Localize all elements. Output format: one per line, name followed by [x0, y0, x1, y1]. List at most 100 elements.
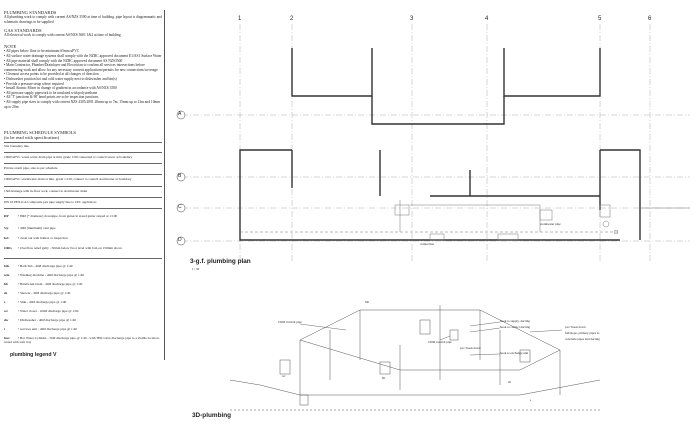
iso-fixture-label: wc [282, 374, 286, 378]
line-symbol: 100Ø uPVC waste water drain pipe at min.… [4, 155, 133, 159]
symbol-key: DP [4, 214, 9, 218]
iso-annotation: hook to supply, ducting [500, 319, 530, 323]
fixture-text: • Dishwasher - 40Ø discharge pipe @ 1:40 [18, 318, 77, 322]
iso-drawing [229, 305, 601, 411]
symbol-key: ORG [4, 246, 12, 250]
fixture-text: • services unit - 40Ø discharge pipe @ 1… [18, 327, 78, 331]
fixture-row: t • services unit - 40Ø discharge pipe @ … [4, 327, 162, 331]
note-item: • Cleanout access points to be provided … [4, 72, 99, 77]
note-item: • All pipe material shall comply with th… [4, 58, 123, 63]
grid-column-label: 1 [238, 16, 242, 22]
grid-bubbles [176, 110, 186, 246]
grid-row-label: C [178, 204, 182, 210]
line-symbol: 15Ø drainage with in-floor sock, connect… [4, 189, 88, 193]
fixture-text: • Shower - 40Ø discharge pipe @ 1:40 [18, 291, 71, 295]
note-item: • All pressure supply pipework to be ins… [4, 90, 98, 95]
grid-column-label: 3 [410, 16, 414, 22]
iso-annotation: conclude pipes and ducting [565, 337, 600, 341]
symbol-text: • 40Ø (minimum) vent pipe [18, 226, 56, 230]
fixture-text: • Sink - 40Ø discharge pipe @ 1:40 [18, 300, 67, 304]
fixture-row: wm • Washing machine - 40Ø discharge pipe… [4, 273, 162, 277]
iso-fixture-label: hb [382, 376, 386, 380]
leader-lines [299, 321, 563, 356]
plan-walls [239, 48, 641, 241]
iso-fixture-label: s [530, 398, 532, 402]
fixture-text: • Handwash basin - 40Ø discharge pipe @ … [18, 282, 83, 286]
fixture-text: • Washing machine - 40Ø discharge pipe @… [18, 273, 85, 277]
grid-column-label: 5 [598, 16, 602, 22]
fixture-row: wc • Water closet - 100Ø discharge pipe @… [4, 309, 162, 313]
schedule-subtitle: (to be read with specification) [4, 135, 60, 141]
note-item: • Main Contractor, Plumber/Drainlayer an… [4, 63, 158, 72]
plumbing-legend: PLUMBING STANDARDS All plumbing work to … [4, 10, 165, 360]
plan-note: stormwater pipe [540, 222, 561, 226]
symbol-row: DP • 80Ø (* diameter) downpipe, from gutt… [4, 214, 162, 218]
symbol-text: • 80Ø (* diameter) downpipe, from gutter… [18, 214, 118, 218]
note-item: • Install Atomic Mixer in change of grad… [4, 86, 117, 91]
plumbing-standards-text: All plumbing work to comply with current… [4, 15, 162, 24]
plumbing-standards-title: PLUMBING STANDARDS [4, 10, 57, 15]
grid-row-label: B [178, 173, 182, 179]
schedule-title: PLUMBING SCHEDULE SYMBOLS [4, 130, 76, 135]
note-item: • All surface water drainage systems sha… [4, 54, 162, 58]
fixture-row: hb • Handwash basin - 40Ø discharge pipe … [4, 282, 162, 286]
gas-standards-text: All electrical work to comply with curre… [4, 33, 121, 38]
iso-fixture-label: sh [508, 380, 511, 384]
fixture-row: s • Sink - 40Ø discharge pipe @ 1:40 [4, 300, 162, 304]
fixture-key: hb [4, 282, 8, 286]
fixture-key: dw [4, 318, 9, 322]
grid-lines [182, 24, 690, 262]
fixture-key: wm [4, 273, 10, 277]
symbol-key: IoC [4, 236, 10, 240]
gas-standards-title: GAS STANDARDS [4, 28, 42, 33]
note-item: • All supply pipe sizes to comply with c… [4, 99, 161, 109]
symbol-key: Vp [4, 226, 9, 230]
line-symbol: Private storm pipe, size as per schedule [4, 166, 58, 170]
fixture-row: hwc• Hot Water Cylinder - 50Ø discharge … [4, 336, 162, 344]
iso-annotation: fall/slope, primary pipes to [565, 331, 600, 335]
plan-pipes [240, 200, 690, 241]
note-item: • Provide a pressure setup where require… [4, 81, 64, 86]
plan-scale: 1 : 50 [192, 267, 200, 271]
line-symbol: Site boundary line [4, 144, 29, 148]
iso-title: 3D-plumbing [192, 412, 232, 419]
note-item: • All 'T' junctions & 90' bend points ar… [4, 95, 99, 100]
grid-column-label: 2 [290, 16, 294, 22]
note-item: • All pipes below floor to be minimum 65… [4, 49, 80, 54]
fixture-key: s [4, 300, 6, 304]
fixture-text: • Bath Tub - 40Ø discharge pipe @ 1:40 [18, 264, 73, 268]
symbol-row: Vp • 40Ø (minimum) vent pipe [4, 226, 162, 230]
line-symbol: 100Ø uPVC stormwater drain at min. grade… [4, 177, 132, 181]
fixture-row: sh • Shower - 40Ø discharge pipe @ 1:40 [4, 291, 162, 295]
line-symbol: DN 16 PEX-b/Al composite pex pipe supply… [4, 200, 97, 204]
grid-column-label: 6 [648, 16, 652, 22]
fixture-key: t [4, 327, 6, 331]
iso-annotation: 100Ø vertical pipe [278, 320, 302, 324]
legend-footer-label: plumbing legend V [10, 352, 57, 358]
iso-annotation: hook to contact ducting [500, 325, 531, 329]
note-item: • Dishwasher position hot and cold water… [4, 76, 117, 81]
grid-row-label: A [178, 111, 182, 117]
fixture-key: wc [4, 309, 8, 313]
fixture-key: hwc [4, 336, 10, 340]
symbol-row: IoC • clean out with lidded, or inspectio… [4, 236, 162, 240]
symbol-text: • Overflow relief gully - 50mm below flo… [18, 246, 123, 250]
iso-annotation: 100Ø vertical pipe [428, 340, 452, 344]
plan-note: connection [420, 242, 434, 246]
fixture-text: • Hot Water Cylinder - 50Ø discharge pip… [4, 336, 160, 344]
grid-column-label: 4 [485, 16, 489, 22]
symbol-row: ORG • Overflow relief gully - 50mm below … [4, 246, 162, 250]
grid-row-label: D [178, 237, 182, 243]
iso-annotation: pvc/ hook down [460, 346, 481, 350]
note-title: NOTE [4, 44, 17, 49]
fixture-row: bth • Bath Tub - 40Ø discharge pipe @ 1:4… [4, 264, 162, 268]
symbol-text: • clean out with lidded, or inspection [18, 236, 68, 240]
fixture-text: • Water closet - 100Ø discharge pipe @ 1… [18, 309, 79, 313]
fixture-key: bth [4, 264, 9, 268]
iso-annotation: pvc/ hook down [565, 325, 586, 329]
plan-title: 3-g.f. plumbing plan [190, 258, 251, 265]
fixture-key: sh [4, 291, 8, 295]
iso-annotation: hook to exchange unit [500, 351, 529, 355]
